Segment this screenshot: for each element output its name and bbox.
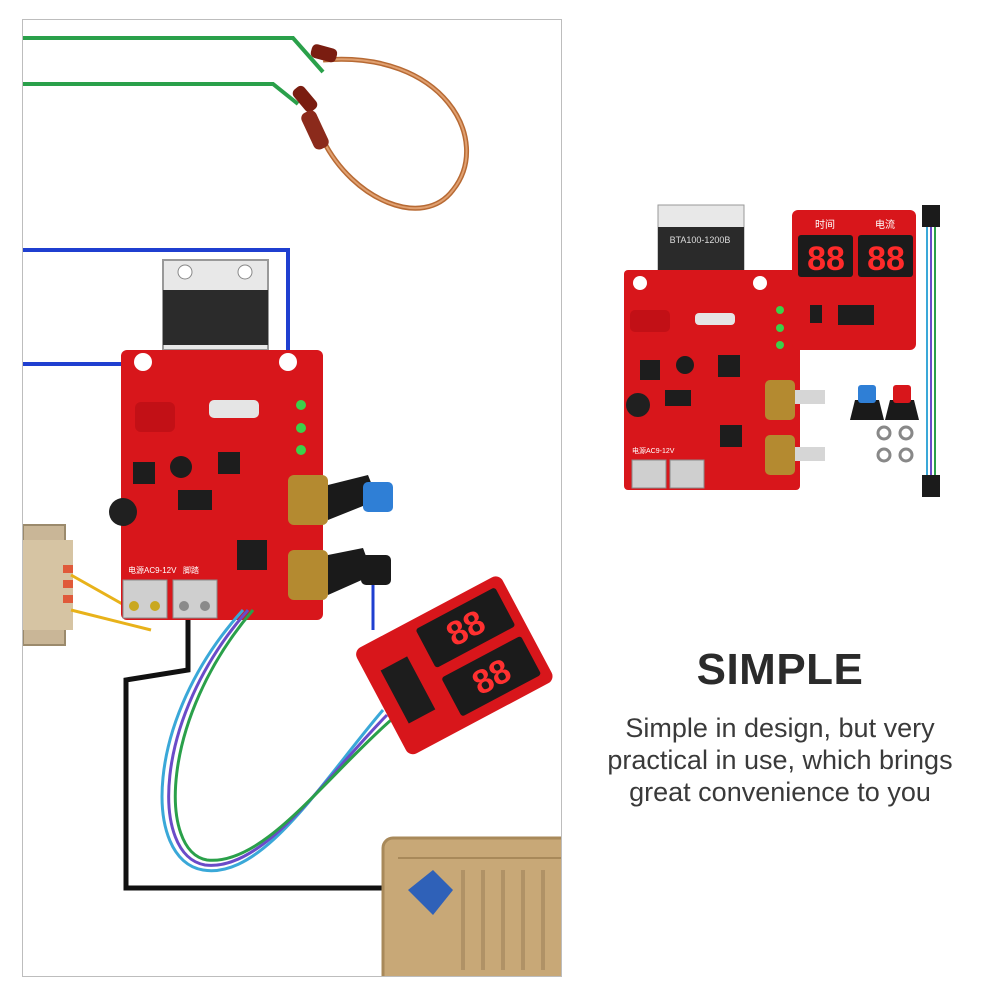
kit-control-board: BTA100-1200B (624, 204, 825, 490)
control-board: 电源AC9-12V 脚踏 (109, 259, 393, 620)
product-kit-photo: BTA100-1200B (600, 195, 970, 505)
feature-description-line: practical in use, which brings (607, 745, 953, 775)
feature-description: Simple in design, but very practical in … (580, 712, 980, 808)
display-time-digits: 88 (807, 240, 845, 278)
display-time-label: 时间 (815, 218, 835, 231)
kit-display-board: 时间 电流 88 88 (792, 210, 916, 350)
black-wire (123, 620, 383, 891)
kit-ribbon-cable (922, 205, 940, 497)
ribbon-cable (160, 608, 392, 873)
terminal-foot-label: 脚踏 (183, 565, 199, 575)
display-current-digits: 88 (867, 240, 905, 278)
welding-pen-icon (292, 44, 470, 211)
triac-part-label: BTA100-1200B (670, 235, 731, 245)
display-current-label: 电流 (875, 218, 895, 231)
kit-terminal-power-label: 电源AC9-12V (632, 446, 675, 455)
wiring-diagram-photo: 电源AC9-12V 脚踏 88 88 (22, 19, 562, 977)
display-board: 88 88 (356, 576, 553, 755)
wiring-diagram-illustration: 电源AC9-12V 脚踏 88 88 (23, 36, 561, 976)
feature-headline: SIMPLE (696, 645, 864, 694)
feature-description-line: great convenience to you (629, 777, 931, 807)
knob-icon (850, 385, 919, 420)
feature-copy: SIMPLE Simple in design, but very practi… (580, 640, 980, 808)
green-wires (23, 36, 325, 106)
washers-icon (876, 425, 914, 463)
feature-description-line: Simple in design, but very (625, 713, 935, 743)
transformer-icon (23, 524, 73, 646)
foot-pedal-icon (381, 836, 561, 976)
product-kit-illustration: BTA100-1200B (624, 204, 940, 497)
terminal-power-label: 电源AC9-12V (128, 565, 177, 575)
